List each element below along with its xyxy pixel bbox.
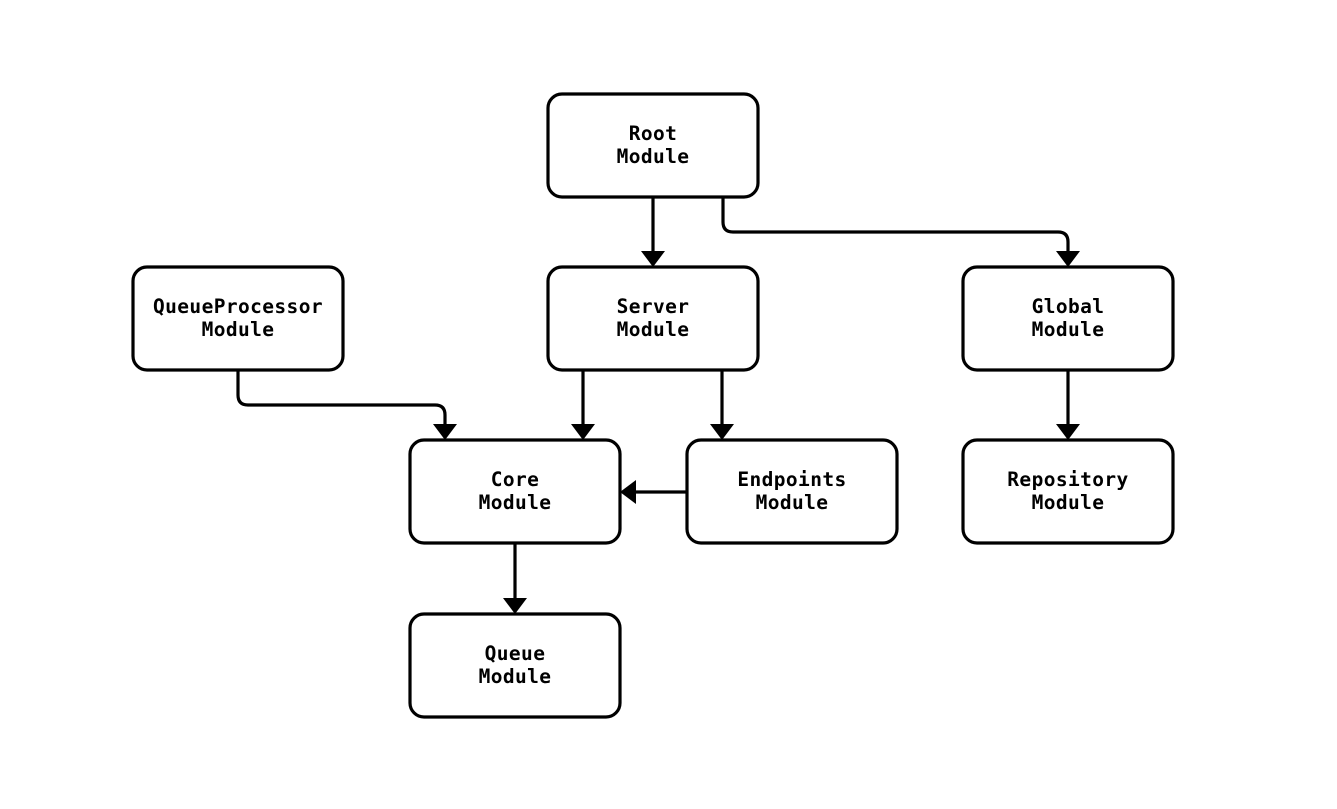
node-box[interactable]	[131, 265, 345, 372]
edge-line	[236, 370, 447, 426]
arrowhead-icon	[1056, 424, 1080, 440]
node-box[interactable]	[546, 265, 760, 372]
node-label-line2: Module	[202, 318, 275, 341]
node-label-line2: Module	[1032, 491, 1105, 514]
edge-global-to-repository	[1056, 370, 1080, 440]
node-box[interactable]	[408, 438, 622, 545]
arrowhead-icon	[503, 598, 527, 614]
node-label-line1: Repository	[1007, 468, 1128, 491]
edge-server-to-endpoints	[710, 370, 734, 440]
node-label-line1: Core	[491, 468, 540, 491]
arrowhead-icon	[433, 424, 457, 440]
node-label-line2: Module	[617, 145, 690, 168]
node-label-line1: Endpoints	[737, 468, 846, 491]
node-label-line2: Module	[1032, 318, 1105, 341]
node-label-line2: Module	[617, 318, 690, 341]
node-box[interactable]	[961, 265, 1175, 372]
edge-server-to-core	[571, 370, 595, 440]
edge-root-to-global	[721, 197, 1080, 267]
edge-root-to-server	[641, 197, 665, 267]
arrowhead-icon	[641, 251, 665, 267]
node-label-line1: QueueProcessor	[153, 295, 323, 318]
node-label-line2: Module	[756, 491, 829, 514]
node-label-line1: Global	[1032, 295, 1105, 318]
arrowhead-icon	[620, 480, 636, 504]
edges-layer	[236, 197, 1080, 614]
node-label-line1: Server	[617, 295, 690, 318]
node-label-line2: Module	[479, 491, 552, 514]
arrowhead-icon	[571, 424, 595, 440]
edge-queueprocessor-to-core	[236, 370, 457, 440]
node-label-line1: Queue	[485, 642, 546, 665]
edge-line	[721, 197, 1070, 253]
arrowhead-icon	[710, 424, 734, 440]
node-box[interactable]	[961, 438, 1175, 545]
node-box[interactable]	[408, 612, 622, 719]
node-label-line2: Module	[479, 665, 552, 688]
node-box[interactable]	[546, 92, 760, 199]
nodes-layer: RootModuleQueueProcessorModuleServerModu…	[131, 92, 1175, 719]
node-box[interactable]	[685, 438, 899, 545]
node-label-line1: Root	[629, 122, 678, 145]
edge-core-to-queue	[503, 543, 527, 614]
edge-endpoints-to-core	[620, 480, 687, 504]
arrowhead-icon	[1056, 251, 1080, 267]
